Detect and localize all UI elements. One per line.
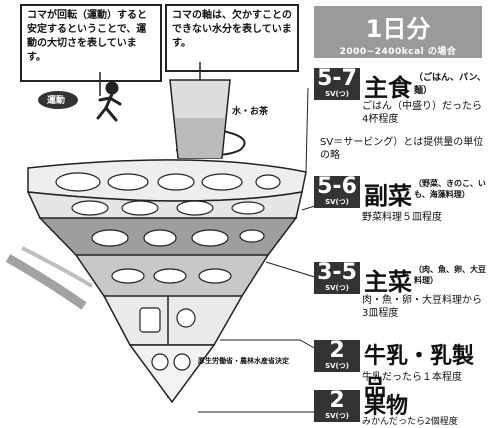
servings-tag-fruit: 2 SV(つ): [314, 390, 360, 422]
callout-exercise: コマが回転（運動）すると安定するということで、運動の大切さを表しています。: [20, 4, 162, 82]
row-sub-shusai: （肉、魚、卵、大豆料理）: [414, 265, 486, 285]
row-title-shusai: 主菜: [364, 268, 412, 296]
servings-tag-dairy: 2 SV(つ): [314, 340, 360, 372]
food-illustrations: [55, 172, 281, 371]
exercise-label: 運動: [47, 96, 66, 106]
row-title-fukusai: 副菜: [364, 182, 412, 210]
row-desc-fruit: みかんだったら2個程度: [362, 417, 458, 427]
row-desc-fukusai: 野菜料理５皿程度: [362, 212, 442, 223]
serving-note: SV＝サービング）とは提供量の単位の略: [320, 137, 484, 161]
servings-tag-shushoku: 5-7 SV(つ): [314, 68, 360, 100]
row-title-shushoku: 主食: [364, 74, 412, 102]
runner-icon: [96, 81, 122, 122]
row-title-fruit: 果物: [364, 394, 409, 419]
header-title: 1日分: [365, 15, 431, 43]
row-title-dairy: 牛乳・乳製品: [364, 344, 475, 401]
row-desc-shusai: 肉・魚・卵・大豆料理から3皿程度: [362, 295, 482, 319]
row-sub-shushoku: （ごはん、パン、麺）: [414, 73, 486, 96]
water-label: 水・お茶: [232, 107, 269, 117]
header-subtitle: 2000~2400kcal の場合: [339, 47, 457, 57]
row-sub-fukusai: （野菜、きのこ、いも、海藻料理）: [414, 179, 486, 199]
row-desc-shushoku: ごはん（中盛り）だったら4杯程度: [362, 101, 482, 125]
callout-water: コマの軸は、欠かすことのできない水分を表しています。: [165, 4, 299, 72]
water-glass-icon: [169, 79, 231, 159]
ministry-note: 厚生労働省・農林水産省決定: [198, 357, 289, 365]
servings-tag-fukusai: 5-6 SV(つ): [314, 176, 360, 208]
servings-tag-shusai: 3-5 SV(つ): [314, 262, 360, 294]
header-box: 1日分 2000~2400kcal の場合: [314, 6, 482, 58]
exercise-arrow-icon: [38, 91, 78, 109]
row-desc-dairy: 牛乳だったら１本程度: [362, 372, 462, 383]
